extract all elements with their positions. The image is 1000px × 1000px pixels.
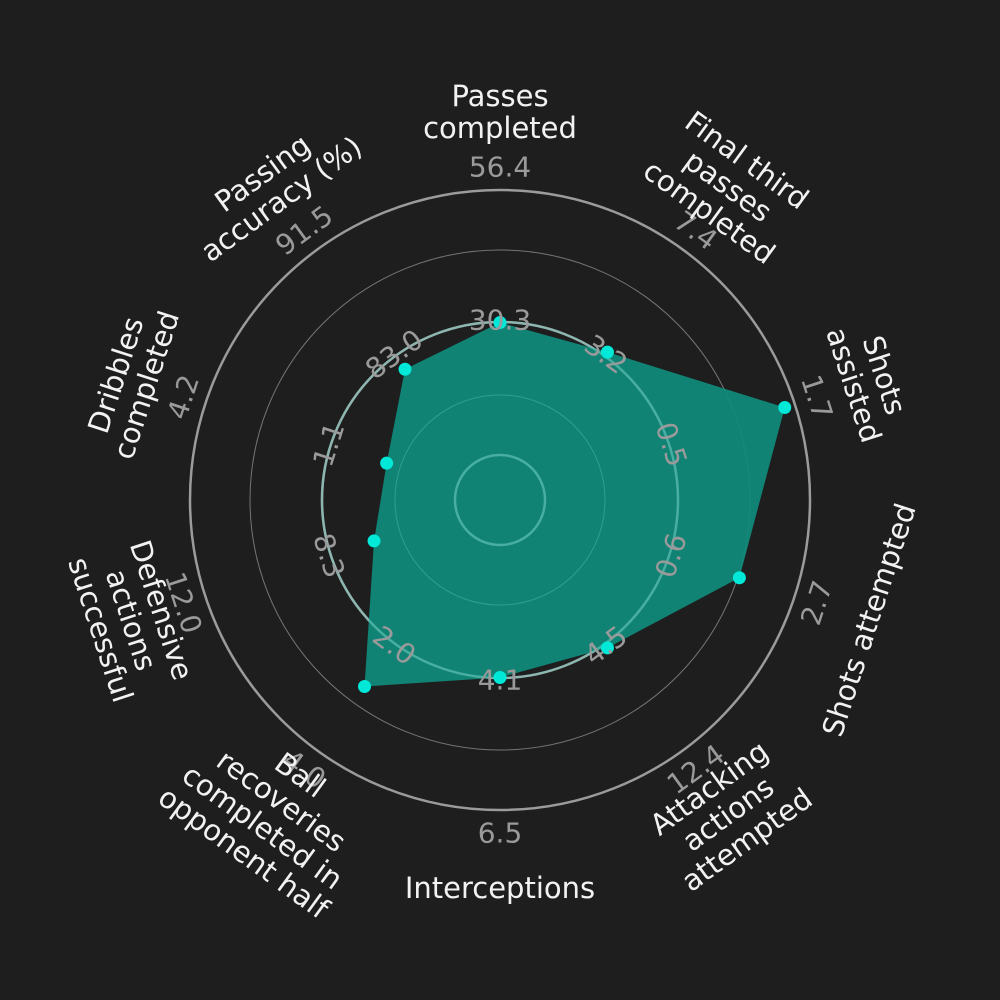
param-label-5: Interceptions [405, 871, 595, 905]
data-point-6 [358, 679, 372, 693]
param-label-8: Dribblescompleted [76, 297, 186, 464]
param-label-4: Attackingactionsattempted [638, 729, 819, 898]
param-label-7: Defensiveactionssuccessful [61, 533, 201, 706]
param-label-3: Shots attempted [815, 499, 922, 740]
data-point-0 [493, 316, 507, 329]
data-point-9 [398, 362, 412, 376]
outer-tick-5: 6.5 [478, 817, 523, 850]
outer-tick-0: 56.4 [469, 151, 531, 184]
inner-tick-5: 4.1 [478, 664, 523, 697]
param-label-9: Passingaccuracy (%) [176, 103, 369, 268]
grid-ring-4 [188, 188, 812, 812]
data-point-5 [493, 671, 507, 684]
param-label-1: Final thirdpassescompleted [637, 101, 819, 271]
param-label-6: Ballrecoveriescompleted inopponent half [152, 702, 392, 926]
param-label-2: Shotsassisted [819, 313, 918, 446]
inner-tick-8: 1.1 [306, 418, 351, 471]
inner-tick-0: 30.3 [469, 304, 531, 337]
outer-tick-8: 4.2 [161, 371, 206, 424]
data-point-2 [778, 400, 792, 414]
data-point-7 [367, 534, 381, 548]
data-point-3 [732, 571, 746, 585]
ring-overlay-1 [394, 394, 606, 606]
value-polygon [364, 322, 785, 687]
outer-tick-2: 1.7 [794, 371, 839, 424]
data-point-4 [600, 641, 614, 655]
data-point-1 [600, 345, 614, 359]
ring-overlay-0 [453, 453, 547, 547]
outer-tick-3: 2.7 [794, 577, 839, 630]
data-point-8 [380, 456, 394, 470]
inner-tick-7: 8.3 [306, 529, 351, 582]
